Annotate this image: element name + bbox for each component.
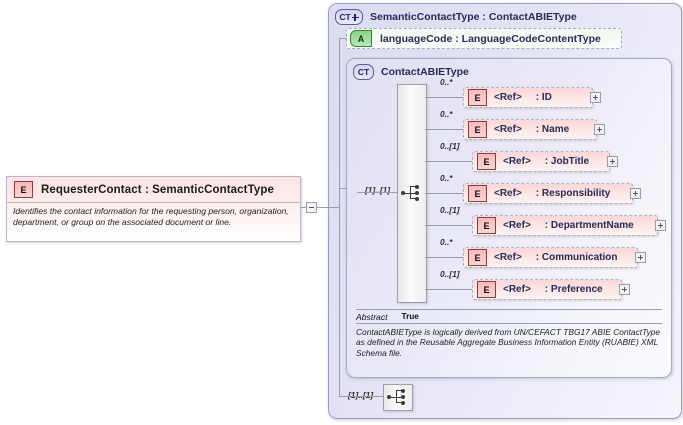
connector bbox=[317, 207, 339, 208]
connector bbox=[425, 257, 463, 258]
element-name: : Communication bbox=[535, 252, 618, 263]
inner-panel-title: ContactABIEType bbox=[381, 66, 469, 78]
expand-toggle[interactable] bbox=[635, 252, 646, 263]
collapse-toggle[interactable] bbox=[306, 202, 317, 213]
element-row[interactable]: E <Ref> : Responsibility bbox=[463, 183, 633, 204]
element-ref-label: <Ref> bbox=[503, 284, 531, 295]
attribute-icon: A bbox=[350, 30, 372, 47]
attribute-languagecode[interactable]: A languageCode : LanguageCodeContentType bbox=[346, 28, 622, 49]
expand-toggle[interactable] bbox=[607, 156, 618, 167]
element-cardinality: 0..[1] bbox=[440, 269, 460, 279]
sequence-icon bbox=[387, 388, 409, 406]
element-cardinality: 0..[1] bbox=[440, 205, 460, 215]
complex-type-expand-icon[interactable]: CT bbox=[335, 9, 363, 25]
connector bbox=[339, 188, 347, 189]
documentation-text: ContactABIEType is logically derived fro… bbox=[356, 327, 661, 358]
element-cardinality: 0..* bbox=[440, 237, 453, 247]
element-icon: E bbox=[477, 281, 496, 298]
element-icon: E bbox=[468, 121, 487, 138]
element-row[interactable]: E <Ref> : ID bbox=[463, 87, 593, 108]
element-icon: E bbox=[14, 181, 33, 198]
element-ref-label: <Ref> bbox=[494, 124, 522, 135]
outer-panel-title: SemanticContactType : ContactABIEType bbox=[370, 11, 577, 23]
connector bbox=[299, 207, 306, 208]
connector bbox=[339, 38, 347, 39]
connector bbox=[425, 97, 463, 98]
complex-type-icon[interactable]: CT bbox=[353, 64, 374, 80]
element-cardinality: 0..* bbox=[440, 109, 453, 119]
element-icon: E bbox=[468, 89, 487, 106]
compositor-cardinality: [1]..[1] bbox=[365, 185, 391, 195]
connector bbox=[425, 289, 472, 290]
expand-toggle[interactable] bbox=[630, 188, 641, 199]
element-name: : DepartmentName bbox=[544, 220, 634, 231]
plus-icon bbox=[351, 13, 359, 21]
element-icon: E bbox=[468, 185, 487, 202]
element-row[interactable]: E <Ref> : Preference bbox=[472, 279, 622, 300]
requester-contact-description: Identifies the contact information for t… bbox=[13, 206, 289, 227]
element-icon: E bbox=[477, 217, 496, 234]
outer-panel-header: CT SemanticContactType : ContactABIEType bbox=[335, 9, 577, 25]
bottom-sequence-compositor[interactable] bbox=[383, 384, 413, 411]
abstract-label: Abstract bbox=[356, 311, 388, 322]
element-icon: E bbox=[468, 249, 487, 266]
element-ref-label: <Ref> bbox=[494, 188, 522, 199]
inner-panel-header: CT ContactABIEType bbox=[353, 64, 469, 80]
connector bbox=[425, 129, 463, 130]
abstract-value: True bbox=[401, 312, 419, 321]
element-row[interactable]: E <Ref> : JobTitle bbox=[472, 151, 610, 172]
ct-badge-text: CT bbox=[339, 12, 351, 22]
bottom-compositor-cardinality: [1]..[1] bbox=[348, 390, 374, 400]
element-ref-label: <Ref> bbox=[494, 252, 522, 263]
attribute-label: languageCode : LanguageCodeContentType bbox=[380, 32, 601, 45]
abstract-row: Abstract True bbox=[356, 309, 662, 324]
requester-contact-header: E RequesterContact : SemanticContactType bbox=[7, 177, 300, 203]
requester-contact-title: RequesterContact : SemanticContactType bbox=[41, 183, 274, 196]
element-row[interactable]: E <Ref> : Communication bbox=[463, 247, 638, 268]
element-row[interactable]: E <Ref> : DepartmentName bbox=[472, 215, 658, 236]
expand-toggle[interactable] bbox=[590, 92, 601, 103]
element-ref-label: <Ref> bbox=[494, 92, 522, 103]
expand-toggle[interactable] bbox=[619, 284, 630, 295]
element-cardinality: 0..* bbox=[440, 77, 453, 87]
expand-toggle[interactable] bbox=[655, 220, 666, 231]
element-row[interactable]: E <Ref> : Name bbox=[463, 119, 597, 140]
connector bbox=[339, 38, 340, 208]
element-name: : Responsibility bbox=[535, 188, 611, 199]
element-ref-label: <Ref> bbox=[503, 220, 531, 231]
abstract-block: Abstract True ContactABIEType is logical… bbox=[356, 309, 662, 358]
element-name: : ID bbox=[535, 92, 552, 103]
sequence-icon bbox=[401, 184, 423, 202]
element-cardinality: 0..* bbox=[440, 173, 453, 183]
element-name: : Preference bbox=[544, 284, 603, 295]
connector bbox=[425, 161, 472, 162]
connector bbox=[425, 225, 472, 226]
element-name: : JobTitle bbox=[544, 156, 590, 167]
element-icon: E bbox=[477, 153, 496, 170]
connector bbox=[425, 193, 463, 194]
attribute-inner: A languageCode : LanguageCodeContentType bbox=[347, 29, 621, 48]
sequence-compositor[interactable] bbox=[397, 84, 427, 303]
element-cardinality: 0..[1] bbox=[440, 141, 460, 151]
connector bbox=[357, 192, 397, 193]
requester-contact-node[interactable]: E RequesterContact : SemanticContactType… bbox=[6, 176, 301, 242]
connector bbox=[339, 396, 383, 397]
expand-toggle[interactable] bbox=[594, 124, 605, 135]
element-name: : Name bbox=[535, 124, 570, 135]
element-ref-label: <Ref> bbox=[503, 156, 531, 167]
connector bbox=[339, 207, 340, 397]
